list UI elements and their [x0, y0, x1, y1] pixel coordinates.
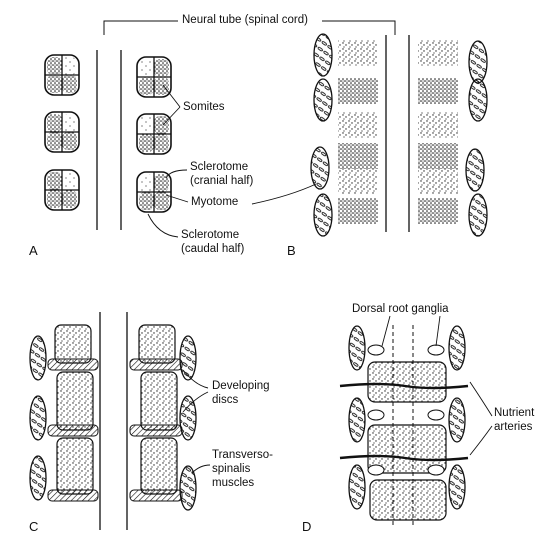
- somite: [136, 171, 172, 213]
- muscle: [448, 464, 466, 510]
- myotome-block: [468, 78, 488, 122]
- sclerotome-block: [338, 112, 378, 138]
- muscle: [348, 464, 366, 510]
- developing-disc: [47, 358, 99, 371]
- muscle: [29, 395, 47, 441]
- panel-letter-c: C: [29, 519, 39, 534]
- developing-disc: [129, 358, 183, 371]
- somites-left: [44, 54, 80, 211]
- muscle: [179, 465, 197, 511]
- muscle: [29, 335, 47, 381]
- somites-right: [136, 56, 172, 213]
- somite: [44, 169, 80, 211]
- panel-letter-a: A: [29, 243, 38, 258]
- sclerotome-blocks: [338, 40, 458, 224]
- muscles-c: [29, 335, 197, 511]
- myotome-block: [465, 148, 485, 192]
- developing-disc: [47, 424, 99, 437]
- vertebral-body: [367, 361, 447, 403]
- myotome-block: [313, 193, 333, 237]
- panel-b: [251, 33, 488, 237]
- sclerotome-block: [418, 112, 458, 138]
- vertebral-body: [56, 437, 94, 495]
- myotome-block: [313, 78, 333, 122]
- developing-disc: [129, 424, 183, 437]
- nutrient-artery: [339, 454, 469, 462]
- muscle: [348, 397, 366, 443]
- dorsal-root-ganglion: [427, 409, 445, 421]
- somite: [136, 113, 172, 155]
- nutrient-arteries-label: Nutrient: [494, 407, 535, 419]
- muscle: [29, 455, 47, 501]
- sclerotome-block: [338, 40, 378, 66]
- sclerotome-caudal-sub-label: (caudal half): [181, 243, 245, 255]
- sclerotome-block: [338, 143, 378, 169]
- vertebral-body: [369, 479, 447, 521]
- nutrient-artery: [339, 382, 469, 390]
- panel-a: [44, 50, 189, 238]
- transversospinalis-sub1-label: spinalis: [212, 463, 251, 475]
- sclerotome-block: [418, 198, 458, 224]
- dorsal-root-ganglion: [367, 464, 385, 476]
- dorsal-root-ganglion: [427, 464, 445, 476]
- dorsal-root-ganglion: [367, 409, 385, 421]
- muscles-d: [348, 325, 466, 510]
- muscle: [179, 395, 197, 441]
- neural-tube-bracket: [103, 20, 396, 35]
- transversospinalis-sub2-label: muscles: [212, 477, 255, 489]
- muscle: [448, 397, 466, 443]
- myotome-block: [468, 193, 488, 237]
- vertebral-body: [138, 324, 176, 364]
- sclerotome-cranial-sub-label: (cranial half): [190, 175, 254, 187]
- myotome-block: [468, 40, 488, 84]
- dorsal-root-ganglion: [427, 344, 445, 356]
- myotome-label: Myotome: [191, 196, 239, 208]
- nutrient-arteries-sub-label: arteries: [494, 421, 533, 433]
- transversospinalis-label: Transverso-: [212, 449, 273, 461]
- panel-letter-b: B: [287, 243, 296, 258]
- myotome-block: [310, 146, 330, 190]
- developing-disc: [129, 489, 183, 502]
- somites-label: Somites: [183, 101, 225, 113]
- sclerotome-block: [418, 168, 458, 194]
- panel-letter-d: D: [302, 519, 312, 534]
- sclerotome-block: [338, 198, 378, 224]
- dorsal-root-ganglia-label: Dorsal root ganglia: [352, 303, 449, 315]
- somite: [136, 56, 172, 98]
- vertebral-bodies-c: [47, 324, 183, 502]
- sclerotome-block: [418, 40, 458, 66]
- sclerotome-block: [338, 168, 378, 194]
- somite: [44, 54, 80, 96]
- neural-tube-label: Neural tube (spinal cord): [182, 14, 308, 26]
- vertebral-body: [56, 371, 94, 431]
- dorsal-root-ganglion: [367, 344, 385, 356]
- sclerotome-caudal-label: Sclerotome: [181, 229, 240, 241]
- vertebral-bodies-d: [339, 344, 469, 521]
- panel-d: [339, 315, 493, 527]
- vertebral-body: [54, 324, 92, 364]
- developing-discs-label: Developing: [212, 380, 270, 392]
- muscle: [179, 335, 197, 381]
- vertebral-body: [140, 371, 178, 431]
- developing-discs-sub-label: discs: [212, 394, 239, 406]
- panel-c-leaders: [182, 369, 211, 474]
- somite: [44, 111, 80, 153]
- sclerotome-block: [338, 78, 378, 104]
- muscle: [348, 325, 366, 371]
- sclerotome-block: [418, 143, 458, 169]
- panel-a-leaders: [147, 84, 189, 238]
- vertebral-body: [140, 437, 178, 495]
- myotome-leader: [251, 183, 317, 205]
- myotome-blocks: [310, 33, 488, 237]
- sclerotome-block: [418, 78, 458, 104]
- panel-c: [29, 312, 211, 530]
- sclerotome-cranial-label: Sclerotome: [190, 161, 249, 173]
- panel-d-leaders: [381, 315, 493, 456]
- myotome-block: [313, 33, 333, 77]
- developing-disc: [47, 489, 99, 502]
- muscle: [448, 325, 466, 371]
